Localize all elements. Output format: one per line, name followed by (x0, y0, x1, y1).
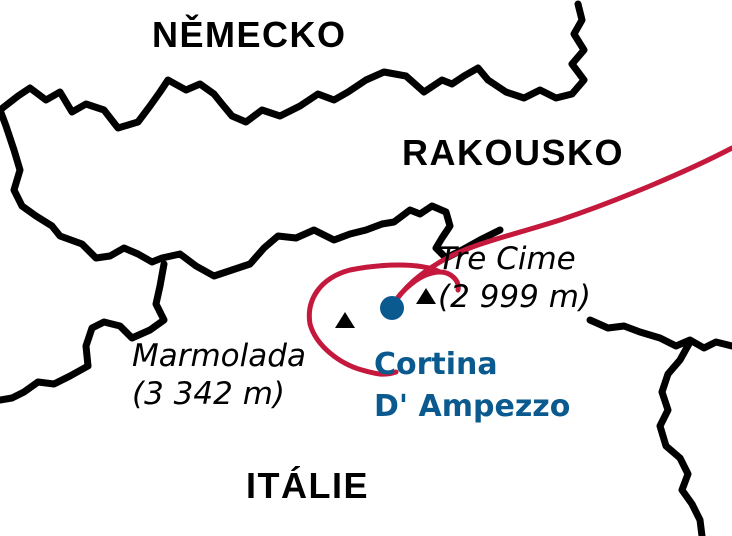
marmolada-name: Marmolada (132, 338, 306, 374)
label-austria: RAKOUSKO (402, 132, 625, 173)
marmolada-elevation: (3 342 m) (132, 376, 285, 412)
tre-cime-name: Tre Cime (438, 241, 576, 277)
germany-austria-border-east (0, 260, 168, 404)
italy-austria-border-east (586, 316, 732, 352)
marmolada-label: Marmolada (3 342 m) (132, 337, 306, 413)
tre-cime-label: Tre Cime (2 999 m) (438, 240, 591, 316)
tre-cime-peak-icon (416, 288, 436, 304)
cortina-label: Cortina D' Ampezzo (374, 344, 570, 428)
italy-slovenia-border (656, 338, 706, 536)
austria-border (0, 0, 588, 280)
route-line (306, 145, 732, 377)
tre-cime-elevation: (2 999 m) (438, 279, 591, 315)
label-germany: NĚMECKO (152, 14, 347, 55)
cortina-line2: D' Ampezzo (374, 389, 571, 424)
cortina-city-dot-icon (380, 296, 404, 320)
cortina-line1: Cortina (374, 347, 498, 382)
marmolada-peak-icon (335, 312, 355, 328)
label-italy: ITÁLIE (246, 465, 369, 506)
